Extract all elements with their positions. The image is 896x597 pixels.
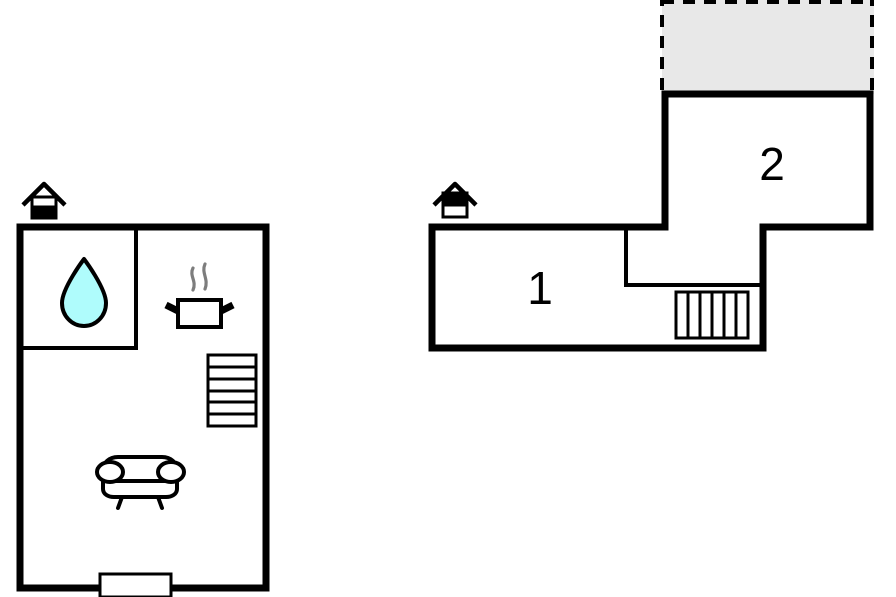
house-body-upper <box>441 191 469 207</box>
terrace-fill <box>662 0 874 94</box>
house-body-lower <box>441 203 469 219</box>
room-label-1: 1 <box>527 262 553 314</box>
sofa-arm-right <box>156 460 186 484</box>
house-icon-upper <box>432 181 478 219</box>
sofa-icon <box>95 455 186 510</box>
water-drop-icon <box>60 257 108 328</box>
room-label-2: 2 <box>759 138 785 190</box>
cooking-pot-icon <box>164 262 235 329</box>
stairs-icon-ground <box>206 353 258 428</box>
stairs-icon-upper <box>674 290 750 340</box>
ground-floor-plan <box>16 181 270 597</box>
steam-left-icon <box>190 266 196 292</box>
house-roof-icon <box>21 181 67 207</box>
house-roof-icon <box>432 181 478 207</box>
entrance-door <box>98 572 173 597</box>
pot-body <box>176 298 223 329</box>
house-body-lower <box>30 205 58 220</box>
bathroom-partition-wall <box>20 227 138 350</box>
upper-floor-plan: 1 2 <box>428 0 874 352</box>
upper-floor-outer-wall <box>428 90 874 352</box>
sofa-arm-left <box>95 460 125 484</box>
stairwell-void-partition <box>624 227 765 287</box>
sofa-leg-right <box>156 495 164 510</box>
terrace-area <box>660 0 874 94</box>
sofa-seat <box>101 479 179 499</box>
steam-right-icon <box>202 262 208 291</box>
house-icon-ground <box>21 181 67 220</box>
sofa-leg-left <box>116 495 124 510</box>
